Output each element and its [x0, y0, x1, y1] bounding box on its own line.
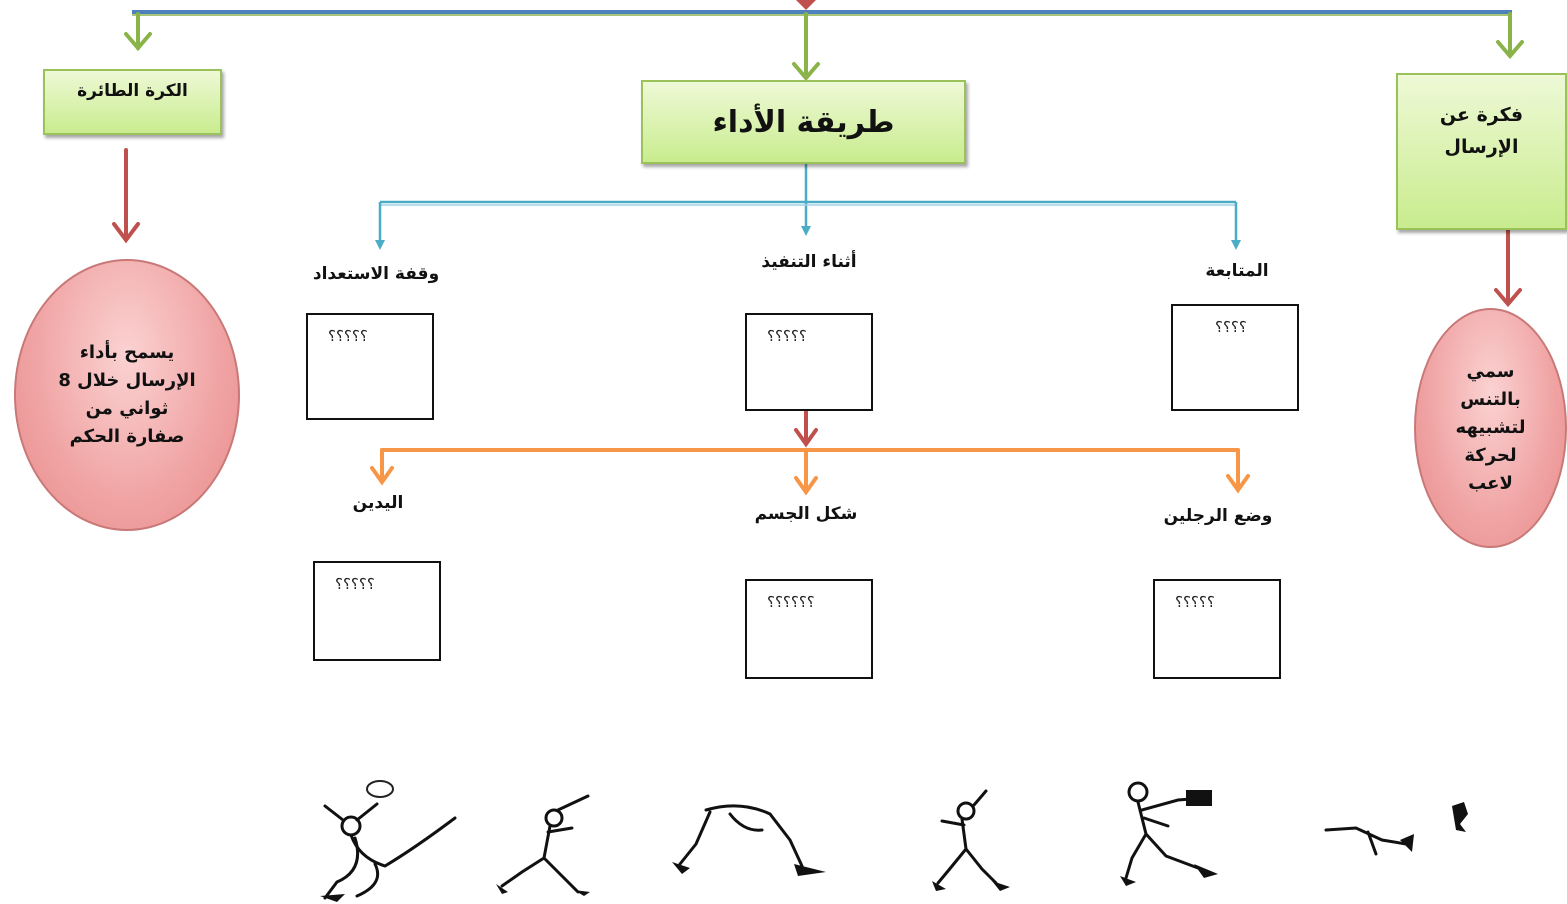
stage-label-execution: أثناء التنفيذ [761, 252, 857, 272]
performance-method-box: طريقة الأداء [641, 80, 966, 164]
volleyball-box-label: الكرة الطائرة [77, 81, 188, 101]
answer-placeholder: ؟؟؟؟؟ [1175, 593, 1216, 611]
answer-placeholder: ؟؟؟؟؟ [328, 327, 369, 345]
orange-connectors [370, 448, 1250, 496]
green-arrows [124, 12, 1524, 82]
tennis-note-ellipse: سمي بالتنس لتشبيهه لحركة لاعب [1414, 308, 1567, 548]
answer-box-hands[interactable]: ؟؟؟؟؟ [313, 561, 441, 661]
performance-method-label: طريقة الأداء [712, 104, 895, 140]
player-diving-icon [1324, 802, 1468, 856]
answer-placeholder: ؟؟؟؟ [1215, 318, 1248, 336]
tennis-note-text: سمي بالتنس لتشبيهه لحركة لاعب [1455, 361, 1526, 494]
red-arrows [112, 148, 1522, 448]
player-throwing-icon [932, 789, 1010, 891]
blue-connectors [378, 164, 1238, 244]
answer-box-execution[interactable]: ؟؟؟؟؟ [745, 313, 873, 411]
answer-box-follow[interactable]: ؟؟؟؟ [1171, 304, 1299, 411]
detail-label-body: شكل الجسم [754, 504, 858, 524]
player-lunging-icon [672, 804, 826, 876]
stage-label-ready: وقفة الاستعداد [312, 264, 440, 284]
serve-idea-box: فكرة عن الإرسال [1396, 73, 1567, 230]
volleyball-box: الكرة الطائرة [43, 69, 222, 135]
serve-rule-ellipse: يسمح بأداء الإرسال خلال 8 ثواني من صفارة… [14, 259, 240, 531]
answer-box-feet[interactable]: ؟؟؟؟؟ [1153, 579, 1281, 679]
answer-placeholder: ؟؟؟؟؟؟ [767, 593, 816, 611]
answer-placeholder: ؟؟؟؟؟ [767, 327, 808, 345]
serve-rule-text: يسمح بأداء الإرسال خلال 8 ثواني من صفارة… [58, 342, 196, 447]
serve-idea-label: فكرة عن الإرسال [1439, 104, 1524, 159]
detail-label-feet: وضع الرجلين [1163, 506, 1273, 526]
player-standing-icon [1120, 781, 1218, 886]
player-serving-icon [496, 794, 590, 896]
answer-box-body[interactable]: ؟؟؟؟؟؟ [745, 579, 873, 679]
answer-box-ready[interactable]: ؟؟؟؟؟ [306, 313, 434, 420]
stage-label-follow: المتابعة [1205, 261, 1269, 281]
answer-placeholder: ؟؟؟؟؟ [335, 575, 376, 593]
detail-label-hands: اليدين [352, 493, 404, 513]
volleyball-spiker-icon [320, 780, 457, 902]
